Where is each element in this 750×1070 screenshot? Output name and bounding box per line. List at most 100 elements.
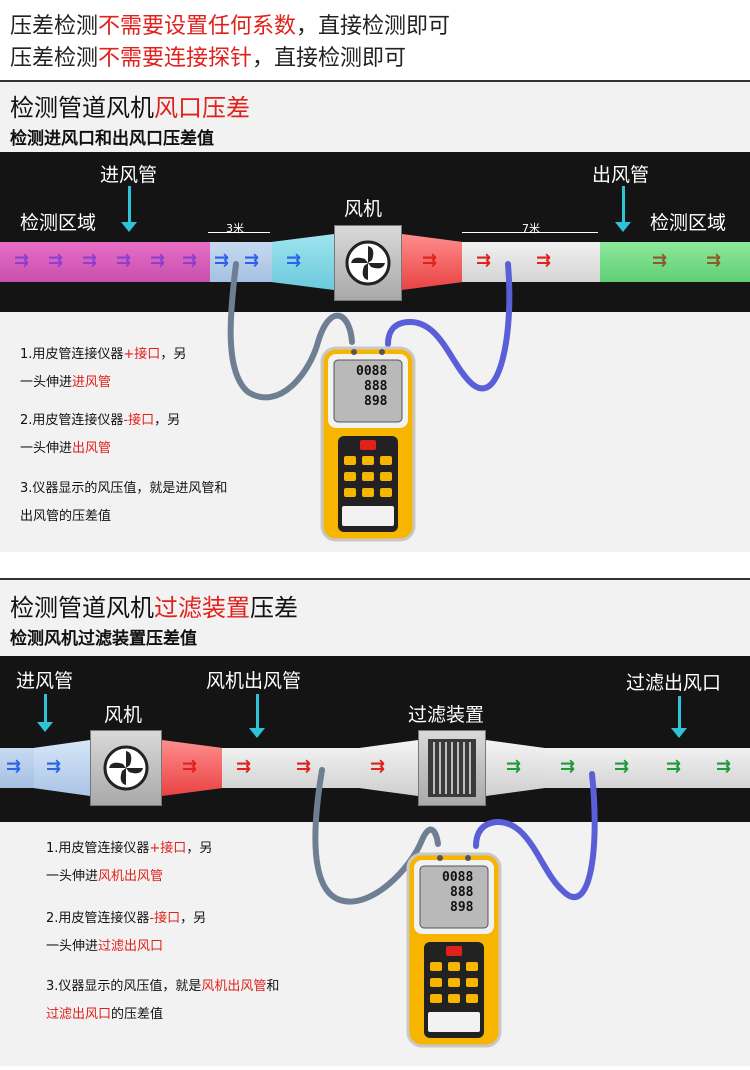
pipe2-filter-outlet: [486, 740, 544, 796]
flow-arrow-red-2: ⇉: [476, 250, 492, 271]
s2-step2-c: ，另: [180, 911, 207, 926]
section-fan-outlet: 检测管道风机风口压差 检测进风口和出风口压差值 进风管 检测区域 风机 出风管 …: [0, 80, 750, 552]
pipe2-filter-outlet-duct: [544, 748, 750, 788]
dim-label-3m: 3米: [226, 222, 244, 235]
section-2-title-b: 过滤装置: [154, 594, 250, 622]
section-2-step-1: 1.用皮管连接仪器+接口，另 一头伸进风机出风管: [46, 838, 212, 888]
s1-step2-d: 一头伸进: [20, 441, 73, 456]
label-inlet-pipe-2: 进风管: [16, 670, 74, 692]
flow-arrow-purple-5: ⇉: [150, 250, 166, 271]
fan-unit: [334, 225, 402, 301]
flow2-arrow-green-4: ⇉: [666, 756, 682, 777]
section-1-subtitle: 检测进风口和出风口压差值: [10, 129, 214, 149]
section-1-title-a: 检测管道风机: [10, 94, 154, 122]
flow-arrow-purple-1: ⇉: [14, 250, 30, 271]
s2-step1-a: 1.用皮管连接仪器: [46, 841, 150, 856]
inlet-pointer: [128, 186, 131, 226]
filter-outlet-pointer-head: [671, 728, 687, 738]
pressure-meter-1: 0088 888 898: [320, 346, 416, 542]
flow2-arrow-green-1: ⇉: [506, 756, 522, 777]
meter-1-lcd-line-1: 0088: [356, 364, 388, 379]
pipe-detect-left: [0, 242, 210, 282]
s2-step3-c: 和: [266, 979, 280, 994]
pipe2-fan-outlet: [162, 740, 222, 796]
s2-step2-e: 过滤出风口: [98, 939, 164, 954]
headline-1-c: ，直接检测即可: [296, 14, 451, 39]
flow2-arrow-blue-2: ⇉: [46, 756, 62, 777]
dim-line-3m: [208, 232, 270, 233]
flow-arrow-purple-3: ⇉: [82, 250, 98, 271]
section-filter: 检测管道风机过滤装置压差 检测风机过滤装置压差值 进风管 风机 风机出风管 过滤…: [0, 578, 750, 1066]
headline-1: 压差检测不需要设置任何系数，直接检测即可: [10, 8, 450, 40]
label-fan-2: 风机: [104, 704, 143, 726]
section-1-step-3: 3.仪器显示的风压值，就是进风管和 出风管的压差值: [20, 478, 227, 528]
s1-step2-e: 出风管: [72, 441, 112, 456]
headline-1-b: 不需要设置任何系数: [98, 14, 297, 39]
label-filter-outlet: 过滤出风口: [626, 672, 722, 694]
s2-step1-b: +接口: [149, 841, 187, 856]
section-2-step-2: 2.用皮管连接仪器-接口，另 一头伸进过滤出风口: [46, 908, 206, 958]
pressure-meter-2: 0088 888 898: [406, 852, 502, 1048]
section-1-hoses: [227, 261, 513, 401]
filter-outlet-pointer: [678, 696, 681, 732]
s2-step1-e: 风机出风管: [98, 869, 164, 884]
s1-step1-b: +接口: [123, 347, 161, 362]
meter-2-body: [406, 852, 502, 1048]
s1-step3-a: 3.仪器显示的风压值，就是进风管和: [20, 481, 228, 496]
flow-arrow-purple-4: ⇉: [116, 250, 132, 271]
filter-unit: [418, 730, 486, 806]
dim-label-7m: 7米: [522, 222, 540, 235]
outlet-pointer-head: [615, 222, 631, 232]
flow2-arrow-green-3: ⇉: [614, 756, 630, 777]
section-1-title-b: 风口压差: [154, 94, 250, 122]
headline-2-c: ，直接检测即可: [252, 46, 407, 71]
label-inlet-pipe: 进风管: [100, 164, 158, 186]
label-filter: 过滤装置: [408, 704, 485, 726]
s1-step1-e: 进风管: [72, 375, 112, 390]
dim-line-7m: [462, 232, 598, 233]
section-2-title-c: 压差: [250, 594, 298, 622]
pipe2-inlet: [0, 748, 34, 788]
s1-step1-d: 一头伸进: [20, 375, 73, 390]
pipe-detect-right: [600, 242, 750, 282]
section-1-step-1: 1.用皮管连接仪器+接口，另 一头伸进进风管: [20, 344, 186, 394]
meter-2-lcd-line-1: 0088: [442, 870, 474, 885]
meter-2-lcd-line-3: 898: [450, 900, 474, 915]
meter-1-lcd-line-3: 898: [364, 394, 388, 409]
s1-step2-b: -接口: [123, 413, 155, 428]
fan-outlet-pointer: [256, 694, 259, 732]
label-detect-right: 检测区域: [650, 212, 727, 234]
s2-step1-d: 一头伸进: [46, 869, 99, 884]
s1-step1-c: ，另: [160, 347, 187, 362]
filter-icon: [428, 739, 476, 797]
flow-arrow-red-3: ⇉: [536, 250, 552, 271]
pipe-fan-outlet: [402, 234, 462, 290]
flow-arrow-purple-2: ⇉: [48, 250, 64, 271]
section-1-step-2: 2.用皮管连接仪器-接口，另 一头伸进出风管: [20, 410, 180, 460]
s2-step3-a: 3.仪器显示的风压值，就是: [46, 979, 202, 994]
flow-arrow-brown-1: ⇉: [652, 250, 668, 271]
flow-arrow-red-1: ⇉: [422, 250, 438, 271]
inlet-pointer-2: [44, 694, 47, 726]
meter-2-lcd: 0088 888 898: [442, 870, 473, 915]
s2-step3-b: 风机出风管: [201, 979, 267, 994]
meter-2-lcd-line-2: 888: [450, 885, 474, 900]
section-2-subtitle: 检测风机过滤装置压差值: [10, 629, 197, 649]
label-outlet-pipe: 出风管: [592, 164, 650, 186]
headline-2: 压差检测不需要连接探针，直接检测即可: [10, 40, 406, 72]
s2-step3-d: 过滤出风口: [46, 1007, 112, 1022]
s2-step1-c: ，另: [186, 841, 213, 856]
s1-step2-a: 2.用皮管连接仪器: [20, 413, 124, 428]
outlet-pointer: [622, 186, 625, 226]
s2-step2-a: 2.用皮管连接仪器: [46, 911, 150, 926]
s1-step3-b: 出风管的压差值: [20, 509, 112, 524]
meter-1-lcd: 0088 888 898: [356, 364, 387, 409]
section-2-hoses: [312, 767, 598, 905]
pipe2-filter-inlet: [360, 740, 418, 796]
s2-step2-d: 一头伸进: [46, 939, 99, 954]
headline-2-a: 压差检测: [10, 46, 99, 71]
inlet-pointer-2-head: [37, 722, 53, 732]
pipe-3m-segment: [210, 242, 272, 282]
s1-step1-a: 1.用皮管连接仪器: [20, 347, 124, 362]
headline-2-b: 不需要连接探针: [98, 46, 253, 71]
